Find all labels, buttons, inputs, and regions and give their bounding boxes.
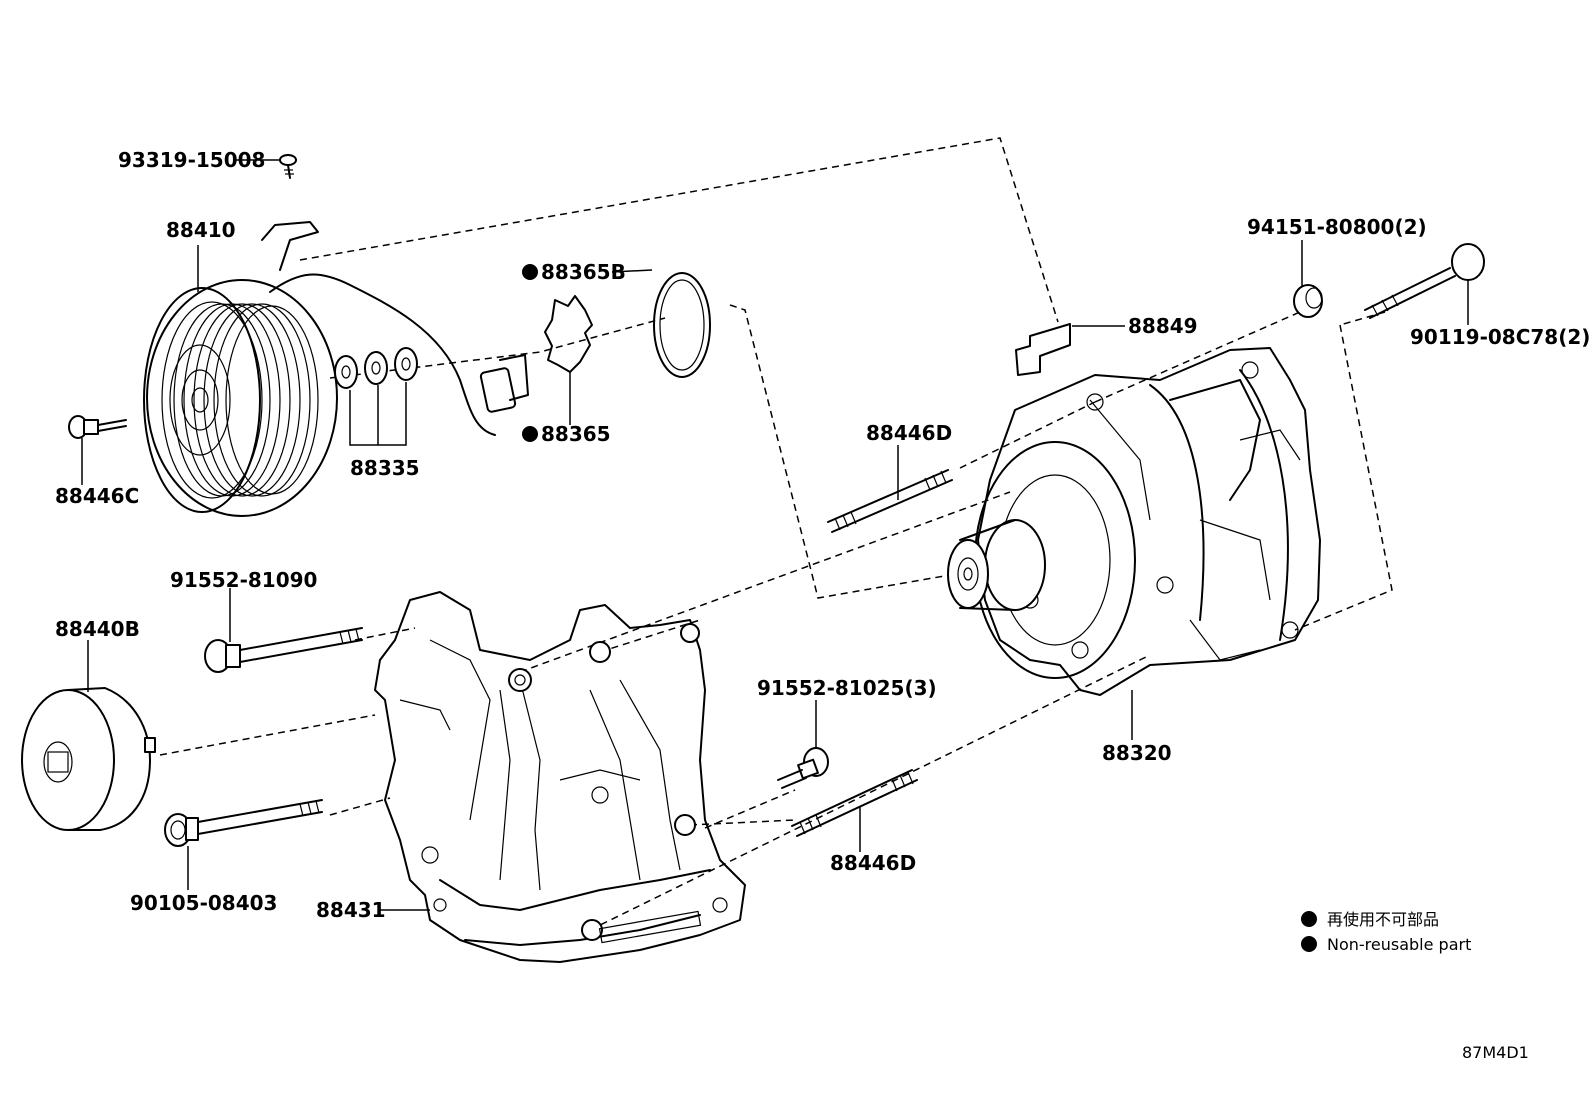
legend-text-japanese: 再使用不可部品	[1327, 910, 1439, 929]
label-88446d-upper: 88446D	[866, 421, 952, 445]
bolt-88446c-drawing	[68, 415, 127, 439]
figure-code: 87M4D1	[1462, 1043, 1529, 1062]
nut-94151-drawing	[1293, 284, 1323, 318]
leader-lines	[81, 159, 1469, 911]
label-88446d-lower: 88446D	[830, 851, 916, 875]
label-88365: 88365	[541, 422, 611, 446]
compressor-drawing	[947, 347, 1321, 696]
bolt-90119-drawing	[1364, 243, 1485, 319]
label-88320: 88320	[1102, 741, 1172, 765]
label-88365b: 88365B	[541, 260, 626, 284]
idler-pulley-drawing	[21, 687, 156, 831]
clip-88849-drawing	[1015, 323, 1071, 376]
label-88849: 88849	[1128, 314, 1198, 338]
non-reusable-marker-88365	[522, 426, 538, 442]
label-94151-80800: 94151-80800(2)	[1247, 215, 1427, 239]
label-91552-81090: 91552-81090	[170, 568, 317, 592]
legend-marker-1	[1301, 911, 1317, 927]
bolt-91552-81025-drawing	[777, 747, 829, 789]
stud-upper-drawing	[827, 469, 953, 533]
label-90105-08403: 90105-08403	[130, 891, 277, 915]
legend-marker-2	[1301, 936, 1317, 952]
legend: 再使用不可部品 Non-reusable part	[1301, 910, 1471, 954]
clutch-pulley-drawing	[143, 221, 529, 517]
bolt-90105-drawing	[164, 799, 323, 847]
stud-lower-drawing	[791, 769, 918, 837]
label-88446c: 88446C	[55, 484, 139, 508]
label-91552-81025: 91552-81025(3)	[757, 676, 937, 700]
label-88431: 88431	[316, 898, 386, 922]
label-88410: 88410	[166, 218, 236, 242]
shims-drawing	[334, 347, 418, 389]
label-88335: 88335	[350, 456, 420, 480]
part-labels: 93319-15008 88410 88365B 88365 88335 884…	[55, 148, 1590, 922]
non-reusable-marker-88365b	[522, 264, 538, 280]
label-88440b: 88440B	[55, 617, 140, 641]
snap-ring-drawing	[544, 272, 711, 378]
legend-text-english: Non-reusable part	[1327, 935, 1471, 954]
screw-93319-drawing	[279, 154, 297, 179]
bolt-91552-81090-drawing	[204, 627, 363, 673]
bracket-drawing	[374, 591, 746, 963]
label-90119-08c78: 90119-08C78(2)	[1410, 325, 1590, 349]
label-93319-15008: 93319-15008	[118, 148, 265, 172]
assembly-lines	[159, 137, 1393, 931]
